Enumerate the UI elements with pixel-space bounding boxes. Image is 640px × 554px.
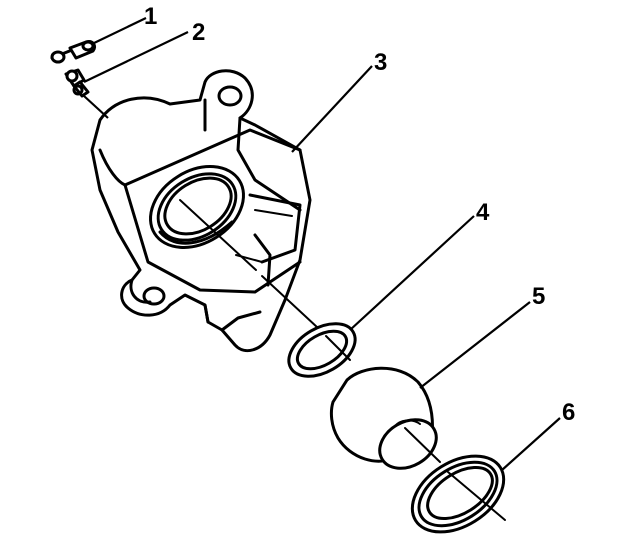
dust-boot — [410, 454, 506, 534]
callout-numbers: 1 2 3 4 5 6 — [144, 3, 575, 426]
callout-5: 5 — [532, 283, 545, 310]
bleeder-valve-cap — [50, 40, 97, 64]
callout-3: 3 — [374, 49, 387, 76]
leader-lines — [83, 17, 561, 471]
piston-seal — [287, 322, 357, 378]
callout-1: 1 — [144, 3, 157, 30]
piston — [329, 366, 438, 470]
assembly-axis-line — [179, 199, 506, 521]
callout-6: 6 — [562, 399, 575, 426]
callout-2: 2 — [192, 19, 205, 46]
bleeder-valve — [64, 68, 90, 98]
callout-4: 4 — [476, 199, 490, 226]
caliper-housing — [90, 69, 312, 353]
